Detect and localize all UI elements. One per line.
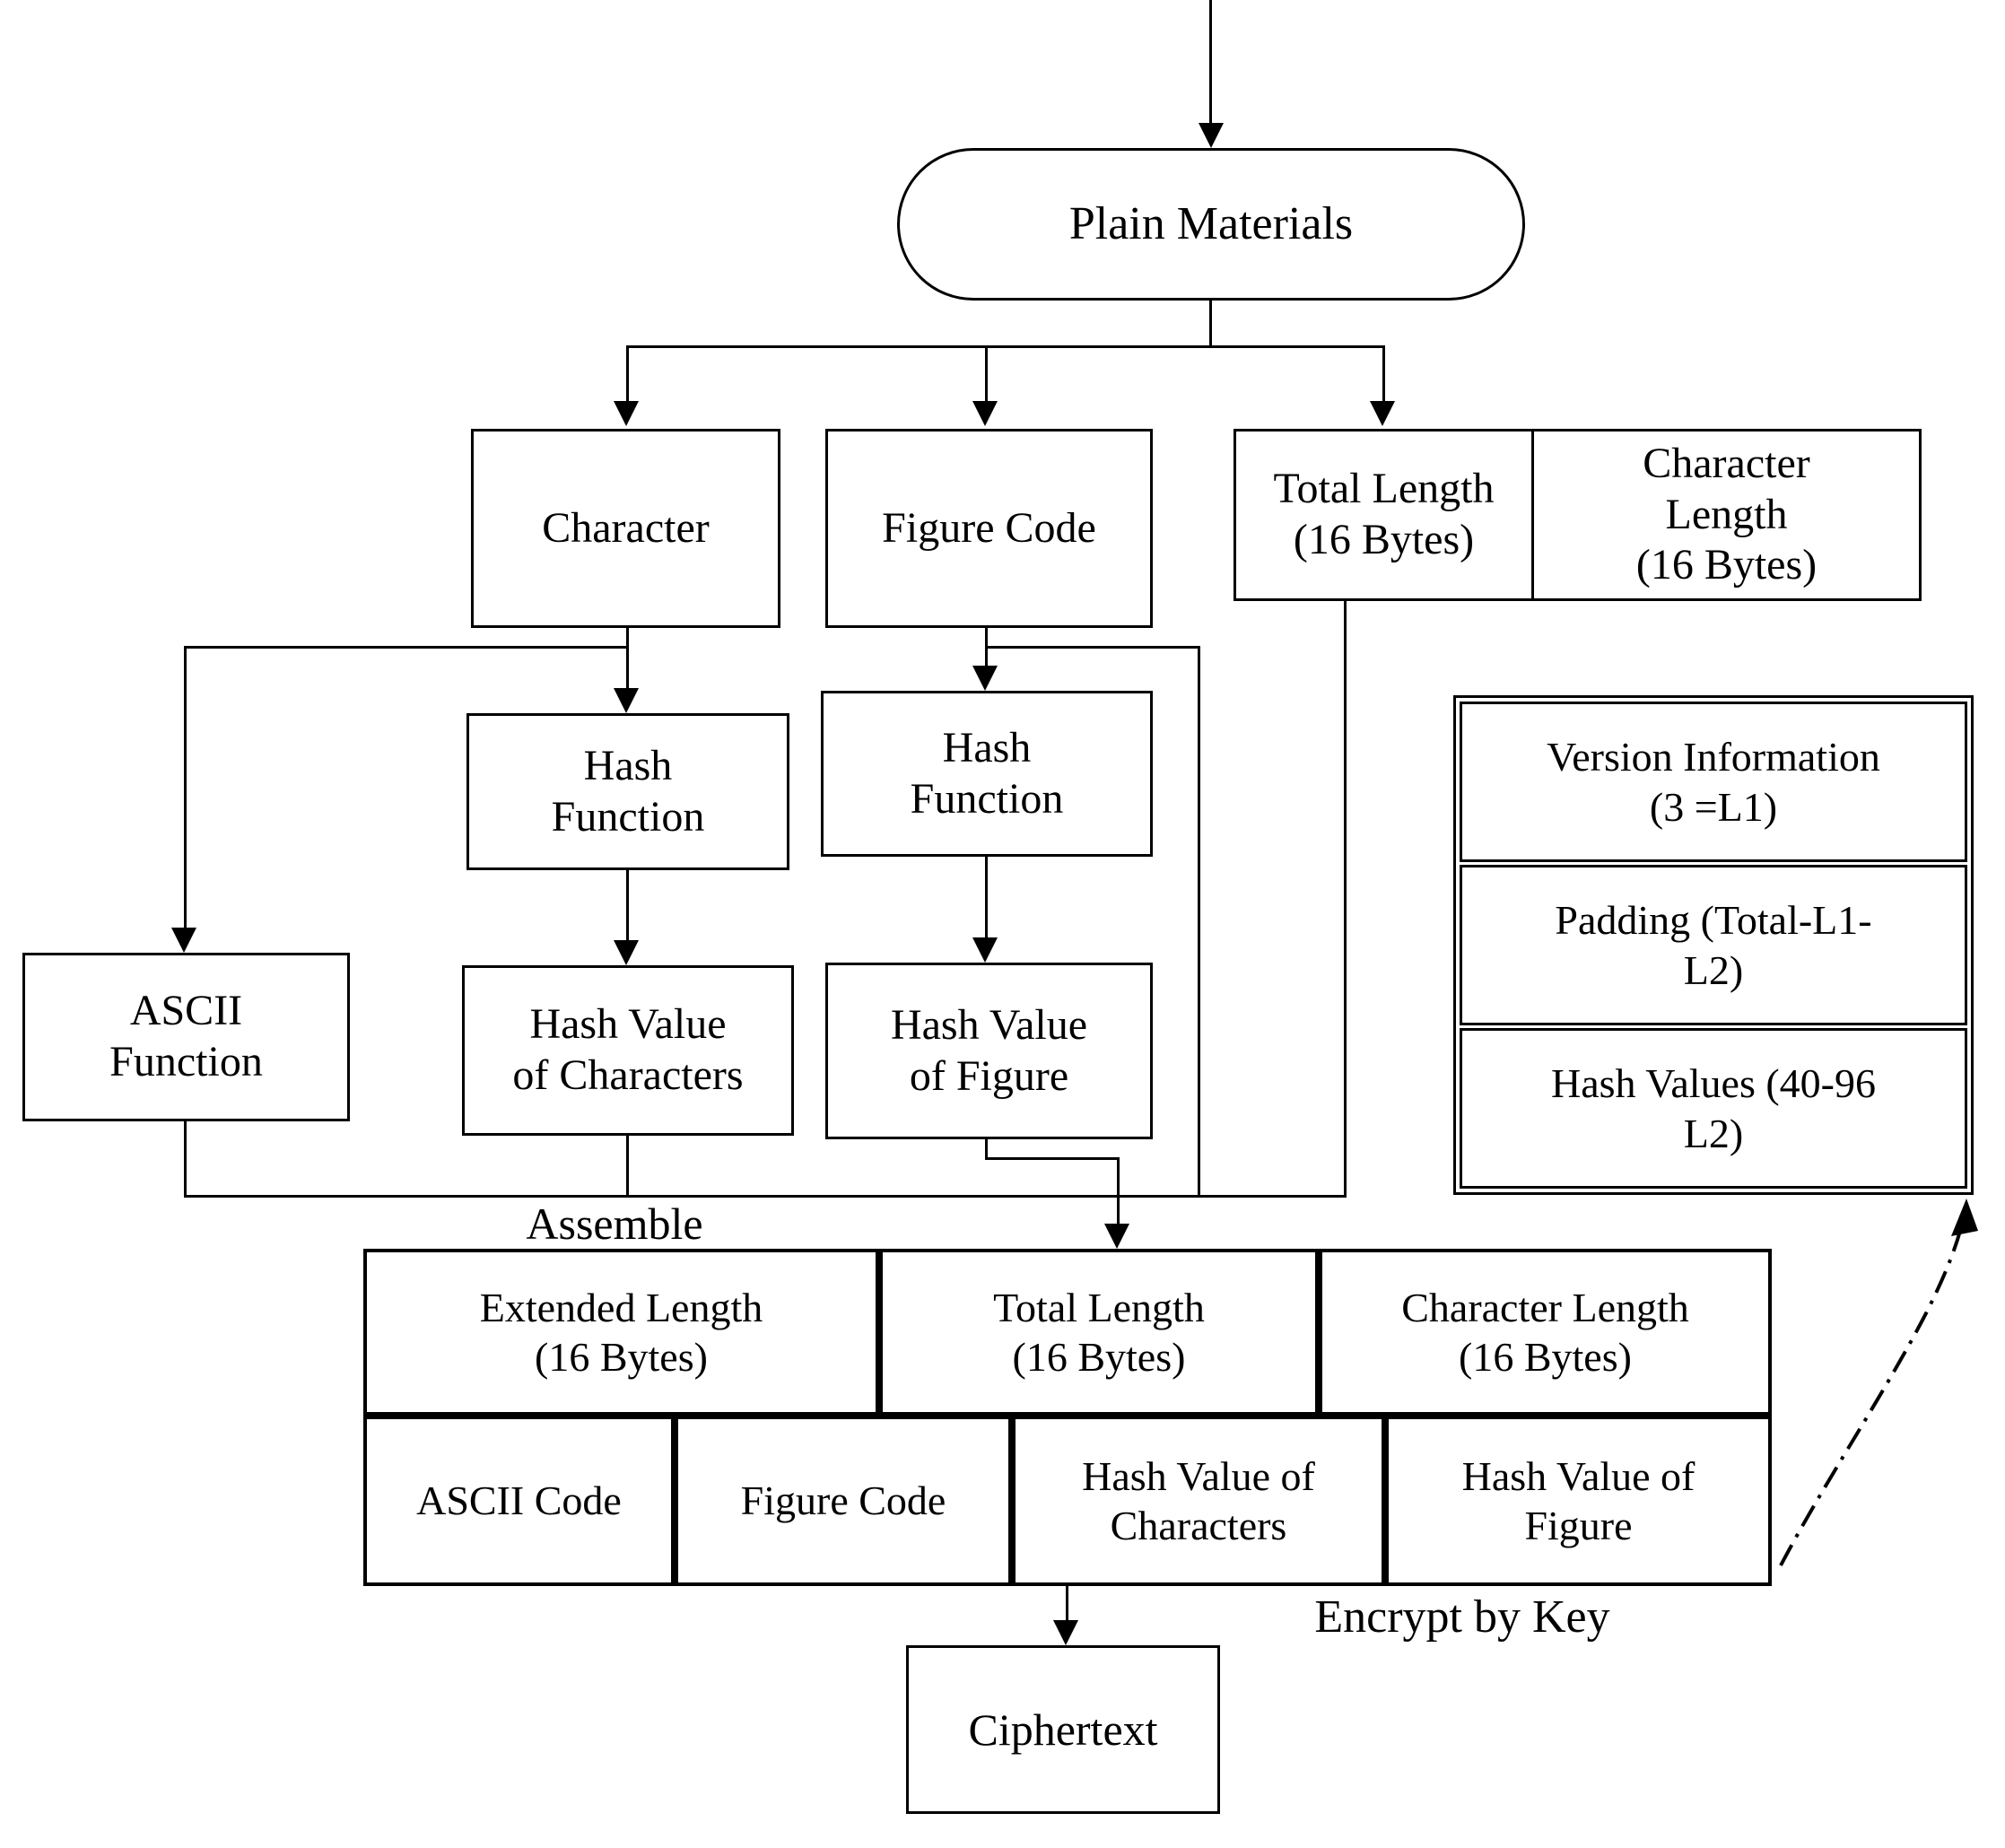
stadium-out-line — [1209, 301, 1212, 347]
figure-out-line — [985, 628, 988, 649]
node-hash-function-right: Hash Function — [821, 691, 1153, 857]
node-ciphertext: Ciphertext — [906, 1645, 1220, 1814]
dash-dot-arrowhead-icon — [1951, 1199, 1978, 1236]
assembled-cell-figure-code: Figure Code — [675, 1416, 1012, 1586]
ciphertext-arrow-line — [1066, 1586, 1068, 1620]
encrypt-by-key-label: Encrypt by Key — [1314, 1591, 1610, 1643]
node-hash-value-figure: Hash Value of Figure — [825, 963, 1153, 1139]
hash-value-figure-jog-line — [985, 1157, 1120, 1160]
hash-right-out-line — [985, 857, 988, 937]
figure-branch-horizontal-line — [985, 646, 1200, 649]
hash-right-arrowhead-icon — [972, 666, 998, 691]
total-length-arrowhead-icon — [1370, 401, 1395, 426]
assembled-cell-extended-length: Extended Length (16 Bytes) — [363, 1249, 879, 1416]
total-length-branch-vertical-line — [1344, 601, 1347, 1198]
hash-left-out-line — [626, 870, 629, 940]
assembled-cell-hash-value-characters: Hash Value of Characters — [1012, 1416, 1385, 1586]
branch-horizontal-line — [626, 345, 1385, 348]
assemble-collector-line — [184, 1195, 1347, 1198]
ascii-branch-horizontal-line — [184, 646, 629, 649]
assemble-arrowhead-icon — [1104, 1224, 1129, 1249]
entry-arrowhead-icon — [1199, 123, 1224, 148]
ascii-arrowhead-icon — [171, 928, 196, 953]
entry-arrow-line — [1209, 0, 1212, 123]
node-ascii-function: ASCII Function — [22, 953, 350, 1121]
ciphertext-arrowhead-icon — [1053, 1620, 1078, 1645]
assembled-cell-hash-value-figure: Hash Value of Figure — [1385, 1416, 1772, 1586]
assembled-cell-total-length: Total Length (16 Bytes) — [879, 1249, 1319, 1416]
hash-value-figure-out-line — [985, 1139, 988, 1160]
character-out-line — [626, 628, 629, 649]
branch-line-figure — [985, 345, 988, 401]
assembled-cell-ascii-code: ASCII Code — [363, 1416, 675, 1586]
node-character-length: Character Length (16 Bytes) — [1531, 429, 1922, 601]
version-info-box: Version Information (3 =L1) Padding (Tot… — [1453, 695, 1974, 1195]
figure-arrowhead-icon — [972, 401, 998, 426]
version-info-cell: Version Information (3 =L1) — [1460, 702, 1967, 862]
hash-values-cell: Hash Values (40-96 L2) — [1460, 1028, 1967, 1189]
node-total-length: Total Length (16 Bytes) — [1234, 429, 1534, 601]
hash-value-characters-out-line — [626, 1136, 629, 1198]
branch-line-total-length — [1382, 345, 1385, 401]
figure-to-hash-line — [985, 646, 988, 666]
dash-dot-curve — [1779, 1212, 1966, 1566]
node-character: Character — [471, 429, 780, 628]
assemble-arrow-line — [1117, 1157, 1120, 1224]
assembled-cell-character-length: Character Length (16 Bytes) — [1319, 1249, 1772, 1416]
assemble-label: Assemble — [526, 1199, 703, 1249]
figure-branch-vertical-line — [1198, 646, 1200, 1198]
branch-line-character — [626, 345, 629, 401]
node-figure-code: Figure Code — [825, 429, 1153, 628]
hash-value-characters-arrowhead-icon — [614, 940, 639, 965]
node-hash-value-characters: Hash Value of Characters — [462, 965, 794, 1136]
node-hash-function-left: Hash Function — [466, 713, 789, 870]
hash-value-figure-arrowhead-icon — [972, 937, 998, 963]
character-arrowhead-icon — [614, 401, 639, 426]
hash-left-arrowhead-icon — [614, 688, 639, 713]
padding-cell: Padding (Total-L1- L2) — [1460, 865, 1967, 1025]
ascii-branch-vertical-line — [184, 646, 187, 928]
node-plain-materials: Plain Materials — [897, 148, 1525, 301]
character-to-hash-line — [626, 646, 629, 688]
ascii-out-line — [184, 1121, 187, 1198]
